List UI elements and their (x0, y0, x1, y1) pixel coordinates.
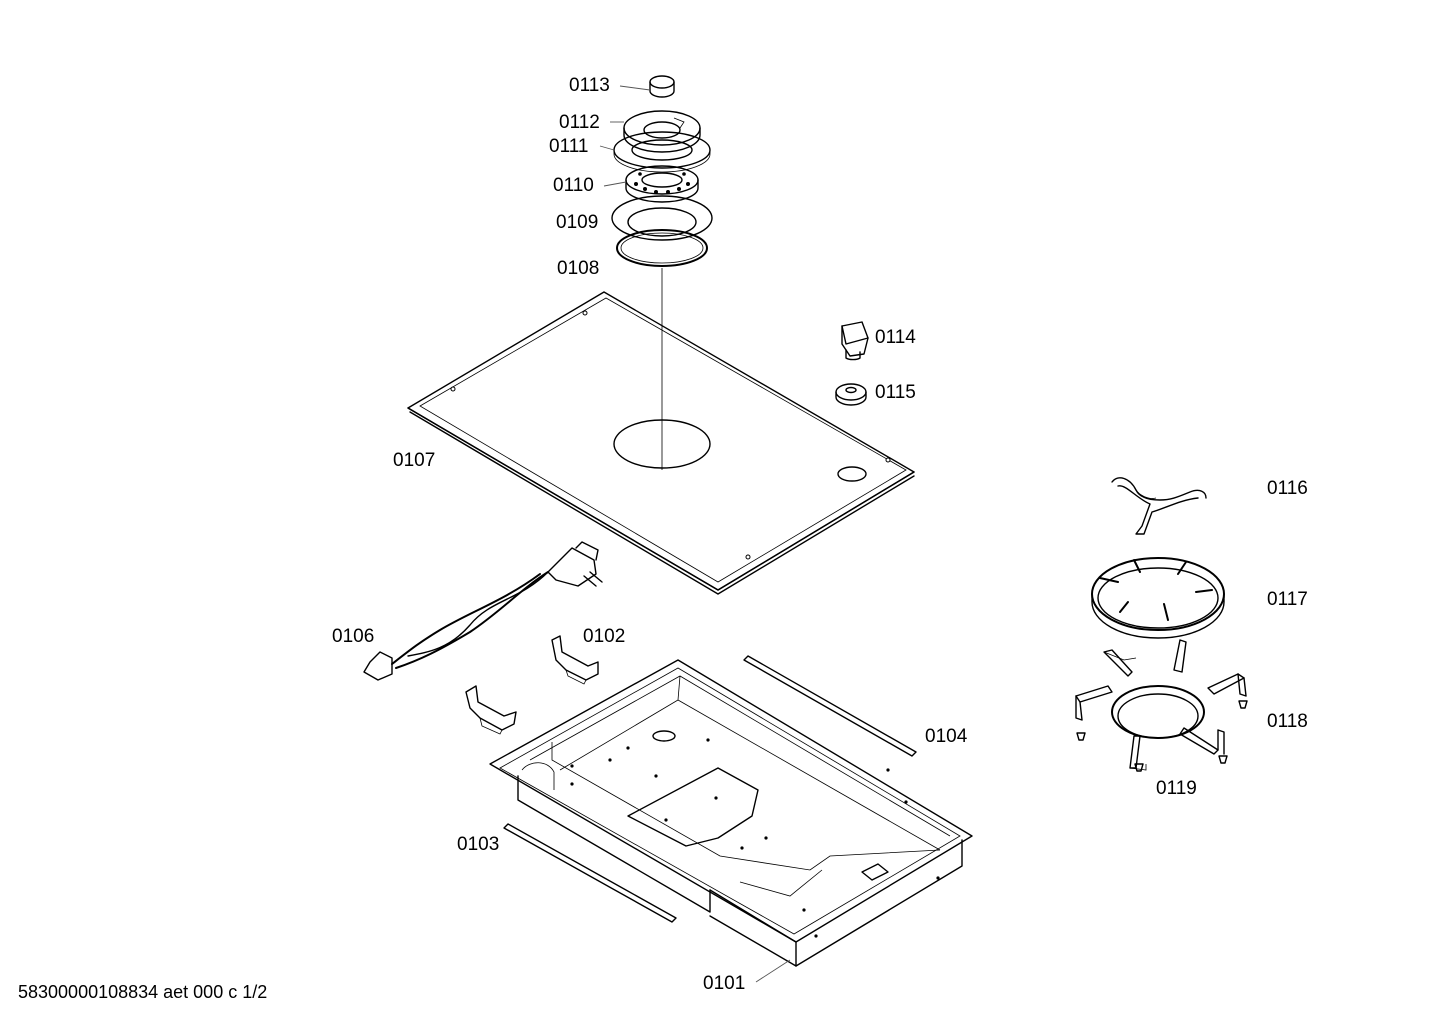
label-0115: 0115 (875, 382, 916, 403)
label-0113: 0113 (569, 75, 610, 96)
label-0112: 0112 (559, 112, 600, 133)
label-0116: 0116 (1267, 478, 1308, 499)
label-0110: 0110 (553, 175, 594, 196)
housing-tray-drawing (489, 659, 973, 967)
seal-strip-0104-drawing (743, 655, 917, 757)
wok-support-drawing (1111, 477, 1207, 535)
pan-support-drawing (1075, 639, 1247, 771)
label-0103: 0103 (457, 834, 499, 855)
ring-grate-drawing (1091, 557, 1225, 639)
label-0119: 0119 (1156, 778, 1197, 799)
control-knob-drawing (841, 321, 869, 361)
flame-distributor-drawing (625, 165, 699, 203)
label-0102: 0102 (583, 626, 625, 647)
power-cable-drawing (363, 541, 603, 681)
drawing-id-footer: 58300000108834 aet 000 c 1/2 (18, 982, 267, 1002)
label-0118: 0118 (1267, 711, 1308, 732)
knob-base-drawing (835, 383, 867, 406)
seal-strip-0103-drawing (503, 823, 677, 923)
rubber-feet-drawing (1076, 700, 1248, 772)
label-0107: 0107 (393, 450, 435, 471)
label-0111: 0111 (549, 136, 588, 157)
label-0106: 0106 (332, 626, 374, 647)
label-0117: 0117 (1267, 589, 1308, 610)
seal-ring-drawing (616, 229, 708, 267)
leader-lines (599, 85, 791, 983)
clamp-0102-drawing (551, 635, 599, 685)
burner-cap-drawing (649, 75, 675, 98)
label-0101: 0101 (703, 973, 745, 994)
clamp-left-drawing (465, 685, 517, 735)
hob-top-plate-drawing (407, 291, 915, 595)
label-0104: 0104 (925, 726, 968, 747)
label-0109: 0109 (556, 212, 598, 233)
burner-gasket-drawing (611, 195, 713, 241)
burner-crown-drawing (623, 110, 701, 153)
part-labels: 0113 0112 0111 0110 0109 0108 0114 0115 … (332, 75, 1308, 994)
label-0108: 0108 (557, 258, 599, 279)
label-0114: 0114 (875, 327, 916, 348)
